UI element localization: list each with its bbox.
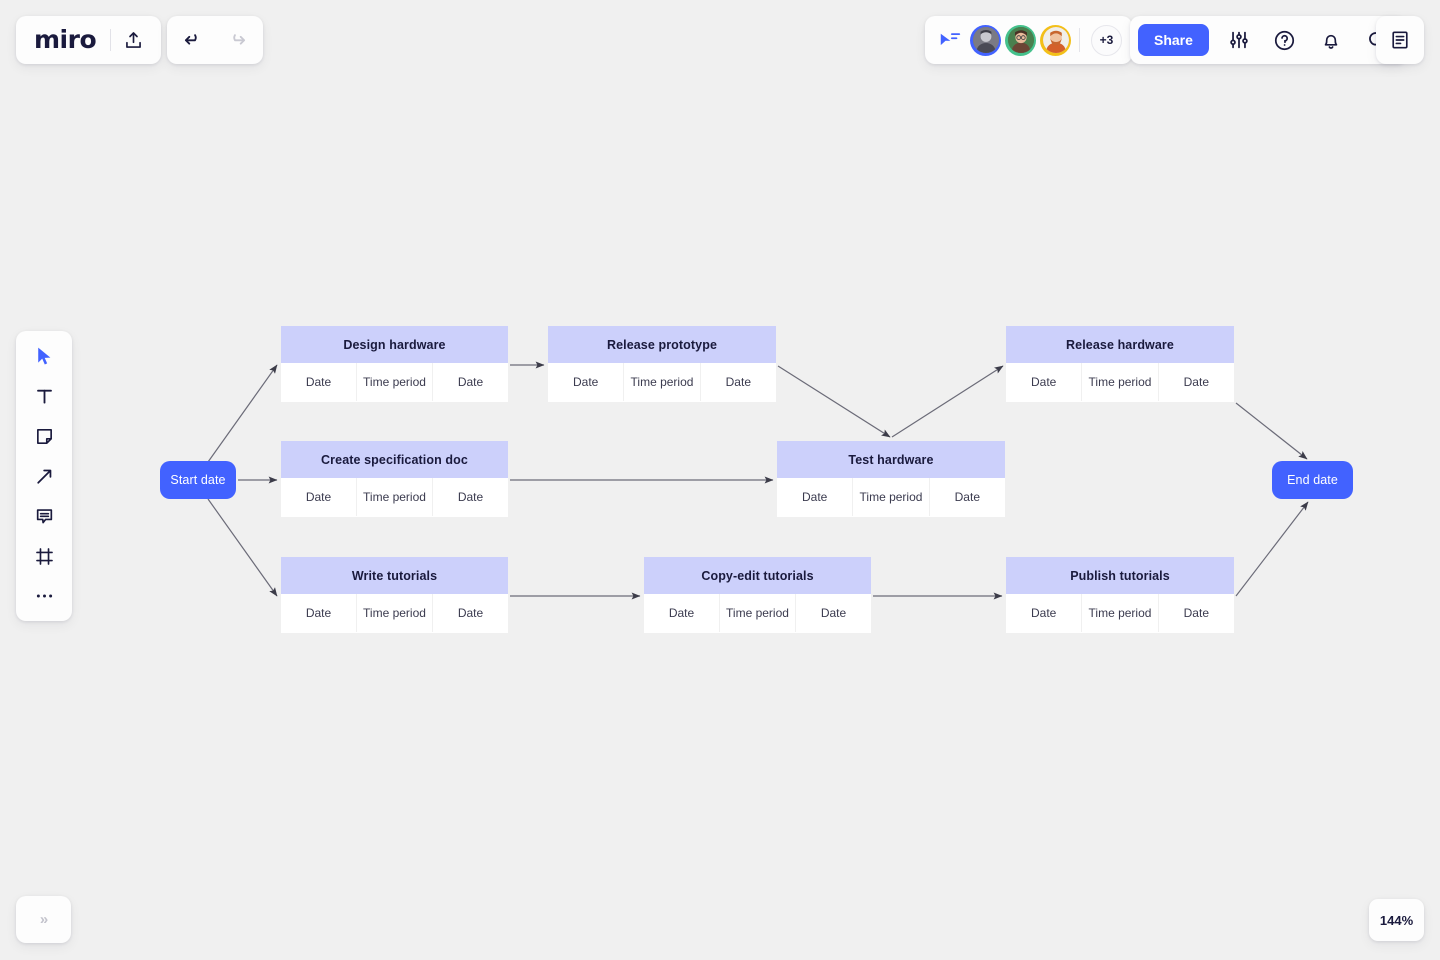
help-icon[interactable] bbox=[1263, 18, 1307, 62]
node-cell[interactable]: Date bbox=[548, 363, 624, 401]
node-cell[interactable]: Time period bbox=[1082, 594, 1158, 632]
node-cell[interactable]: Time period bbox=[357, 478, 432, 516]
connector-release-hardware-to-end[interactable] bbox=[1235, 402, 1308, 460]
avatar[interactable] bbox=[1005, 24, 1036, 56]
node-title: Write tutorials bbox=[281, 557, 508, 594]
node-title: Release hardware bbox=[1006, 326, 1234, 363]
more-icon[interactable] bbox=[24, 579, 64, 613]
node-cell[interactable]: Date bbox=[929, 478, 1005, 516]
node-cell[interactable]: Date bbox=[1158, 363, 1234, 401]
node-cell[interactable]: Date bbox=[700, 363, 776, 401]
frame-icon[interactable] bbox=[24, 539, 64, 573]
node-cell[interactable]: Time period bbox=[720, 594, 795, 632]
arrow-icon[interactable] bbox=[24, 459, 64, 493]
notes-panel bbox=[1376, 16, 1424, 64]
node-title: Copy-edit tutorials bbox=[644, 557, 871, 594]
node-cell[interactable]: Date bbox=[281, 478, 356, 516]
miro-logo[interactable]: miro bbox=[34, 24, 97, 54]
share-button[interactable]: Share bbox=[1138, 24, 1209, 56]
sticky-note-icon[interactable] bbox=[24, 419, 64, 453]
node-title: Test hardware bbox=[777, 441, 1005, 478]
node-cell[interactable]: Time period bbox=[853, 478, 929, 516]
connector-release-prototype-to-test-hardware[interactable] bbox=[777, 365, 891, 438]
node-cell[interactable]: Date bbox=[1158, 594, 1234, 632]
node-cell[interactable]: Date bbox=[796, 594, 871, 632]
node-title: Publish tutorials bbox=[1006, 557, 1234, 594]
comment-icon[interactable] bbox=[24, 499, 64, 533]
tool-rail bbox=[16, 331, 72, 621]
connector-test-hardware-to-release-hardware[interactable] bbox=[891, 365, 1004, 438]
avatar[interactable] bbox=[1040, 24, 1071, 56]
history-panel bbox=[167, 16, 263, 64]
connector-start-to-write-tutorials[interactable] bbox=[207, 498, 278, 597]
node-title: Design hardware bbox=[281, 326, 508, 363]
avatar-overflow-count[interactable]: +3 bbox=[1091, 24, 1122, 56]
node-cell[interactable]: Date bbox=[433, 363, 508, 401]
avatar[interactable] bbox=[970, 24, 1001, 56]
node-cell[interactable]: Time period bbox=[624, 363, 700, 401]
sliders-icon[interactable] bbox=[1217, 18, 1261, 62]
node-title: Release prototype bbox=[548, 326, 776, 363]
node-cell[interactable]: Time period bbox=[1082, 363, 1158, 401]
terminal-end[interactable]: End date bbox=[1272, 461, 1353, 499]
undo-icon[interactable] bbox=[171, 18, 215, 62]
node-cell[interactable]: Time period bbox=[357, 363, 432, 401]
collapse-panel-button[interactable]: » bbox=[16, 896, 71, 943]
notes-icon[interactable] bbox=[1378, 18, 1422, 62]
node-cell[interactable]: Time period bbox=[357, 594, 432, 632]
node-cell[interactable]: Date bbox=[281, 363, 356, 401]
actions-panel: Share bbox=[1130, 16, 1407, 64]
node-cell[interactable]: Date bbox=[433, 594, 508, 632]
connector-publish-tutorials-to-end[interactable] bbox=[1235, 501, 1309, 597]
node-cell[interactable]: Date bbox=[433, 478, 508, 516]
collaborators-panel: +3 bbox=[925, 16, 1132, 64]
connector-start-to-design-hardware[interactable] bbox=[207, 364, 278, 463]
node-cell[interactable]: Date bbox=[1006, 594, 1082, 632]
terminal-start[interactable]: Start date bbox=[160, 461, 236, 499]
node-cell[interactable]: Date bbox=[777, 478, 853, 516]
node-cell[interactable]: Date bbox=[281, 594, 356, 632]
cursor-share-icon[interactable] bbox=[933, 22, 967, 58]
upload-icon[interactable] bbox=[111, 18, 155, 62]
bell-icon[interactable] bbox=[1309, 18, 1353, 62]
node-cell[interactable]: Date bbox=[1006, 363, 1082, 401]
divider bbox=[110, 29, 112, 51]
logo-panel: miro bbox=[16, 16, 162, 64]
redo-icon[interactable] bbox=[215, 18, 259, 62]
node-cell[interactable]: Date bbox=[644, 594, 719, 632]
cursor-select-icon[interactable] bbox=[24, 339, 64, 373]
node-title: Create specification doc bbox=[281, 441, 508, 478]
text-icon[interactable] bbox=[24, 379, 64, 413]
divider bbox=[1079, 28, 1080, 52]
zoom-level-badge[interactable]: 144% bbox=[1369, 899, 1424, 941]
